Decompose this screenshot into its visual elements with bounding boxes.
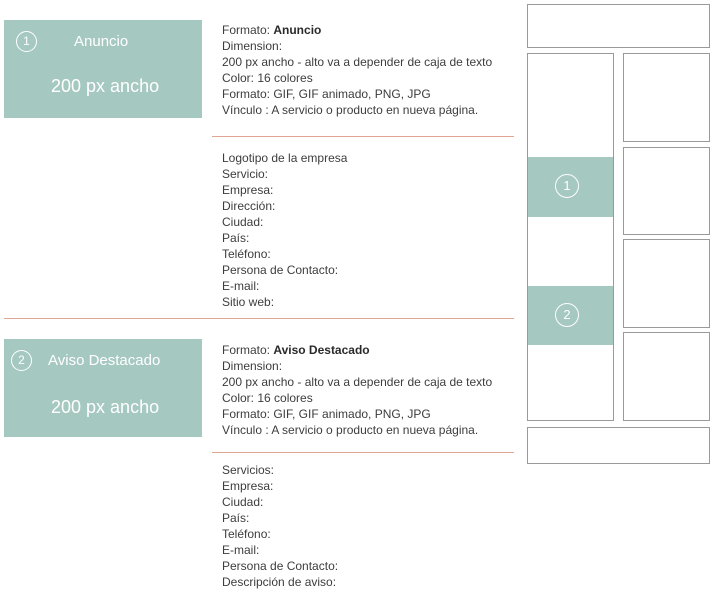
aviso-destacado-width-label: 200 px ancho	[51, 397, 160, 417]
spec-line: 200 px ancho - alto va a depender de caj…	[222, 375, 493, 389]
anuncio-title: Anuncio	[74, 33, 129, 50]
field-line: Ciudad:	[222, 495, 264, 509]
wireframe-slot-2: 2	[528, 286, 613, 345]
field-line: Persona de Contacto:	[222, 559, 339, 573]
wireframe-marker-1: 1	[555, 174, 579, 198]
anuncio-box: 1 Anuncio 200 px ancho	[4, 20, 202, 118]
divider	[212, 452, 514, 453]
wireframe-content-block	[623, 239, 710, 328]
divider	[212, 136, 514, 137]
wireframe-content-block	[623, 53, 710, 142]
field-line: Teléfono:	[222, 527, 271, 541]
format-value: Aviso Destacado	[273, 343, 370, 357]
aviso-destacado-box: 2 Aviso Destacado 200 px ancho	[4, 339, 202, 437]
spec-line: Formato: GIF, GIF animado, PNG, JPG	[222, 407, 431, 421]
field-line: Empresa:	[222, 479, 274, 493]
spec-line: Formato: GIF, GIF animado, PNG, JPG	[222, 87, 431, 101]
spec-line: Dimension:	[222, 359, 283, 373]
format-value: Anuncio	[273, 23, 322, 37]
field-line: Servicios:	[222, 463, 275, 477]
wireframe-content-block	[623, 332, 710, 421]
field-line: Dirección:	[222, 199, 276, 213]
wireframe-footer	[527, 427, 710, 464]
aviso-destacado-title: Aviso Destacado	[48, 352, 161, 369]
format-line: Formato: Anuncio	[222, 23, 322, 37]
spec-line: Vínculo : A servicio o producto en nueva…	[222, 103, 479, 117]
wireframe-sidebar-column	[527, 53, 614, 421]
wireframe-header	[527, 4, 710, 48]
field-line: E-mail:	[222, 543, 260, 557]
field-line: Persona de Contacto:	[222, 263, 339, 277]
field-line: País:	[222, 511, 250, 525]
anuncio-fields: Logotipo de la empresa Servicio: Empresa…	[222, 150, 347, 310]
field-line: E-mail:	[222, 279, 260, 293]
spec-line: Color: 16 colores	[222, 391, 313, 405]
wireframe-marker-2: 2	[555, 303, 579, 327]
spec-line: Vínculo : A servicio o producto en nueva…	[222, 423, 479, 437]
spec-line: Color: 16 colores	[222, 71, 313, 85]
spec-line: Dimension:	[222, 39, 283, 53]
anuncio-width-label: 200 px ancho	[51, 76, 160, 96]
field-line: Ciudad:	[222, 215, 264, 229]
aviso-destacado-spec: Formato: Aviso Destacado Dimension: 200 …	[222, 342, 492, 438]
aviso-destacado-fields: Servicios: Empresa: Ciudad: País: Teléfo…	[222, 462, 338, 590]
wireframe-content-block	[623, 147, 710, 235]
wireframe-slot-1: 1	[528, 157, 613, 217]
field-line: Descripción de aviso:	[222, 575, 337, 589]
section-divider	[4, 318, 514, 319]
format-line: Formato: Aviso Destacado	[222, 343, 370, 357]
field-line: Logotipo de la empresa	[222, 151, 348, 165]
number-1-badge: 1	[16, 31, 37, 52]
field-line: Teléfono:	[222, 247, 271, 261]
field-line: Sitio web:	[222, 295, 275, 309]
spec-line: 200 px ancho - alto va a depender de caj…	[222, 55, 493, 69]
field-line: Empresa:	[222, 183, 274, 197]
field-line: País:	[222, 231, 250, 245]
field-line: Servicio:	[222, 167, 269, 181]
anuncio-spec: Formato: Anuncio Dimension: 200 px ancho…	[222, 22, 492, 118]
number-2-badge: 2	[11, 350, 32, 371]
